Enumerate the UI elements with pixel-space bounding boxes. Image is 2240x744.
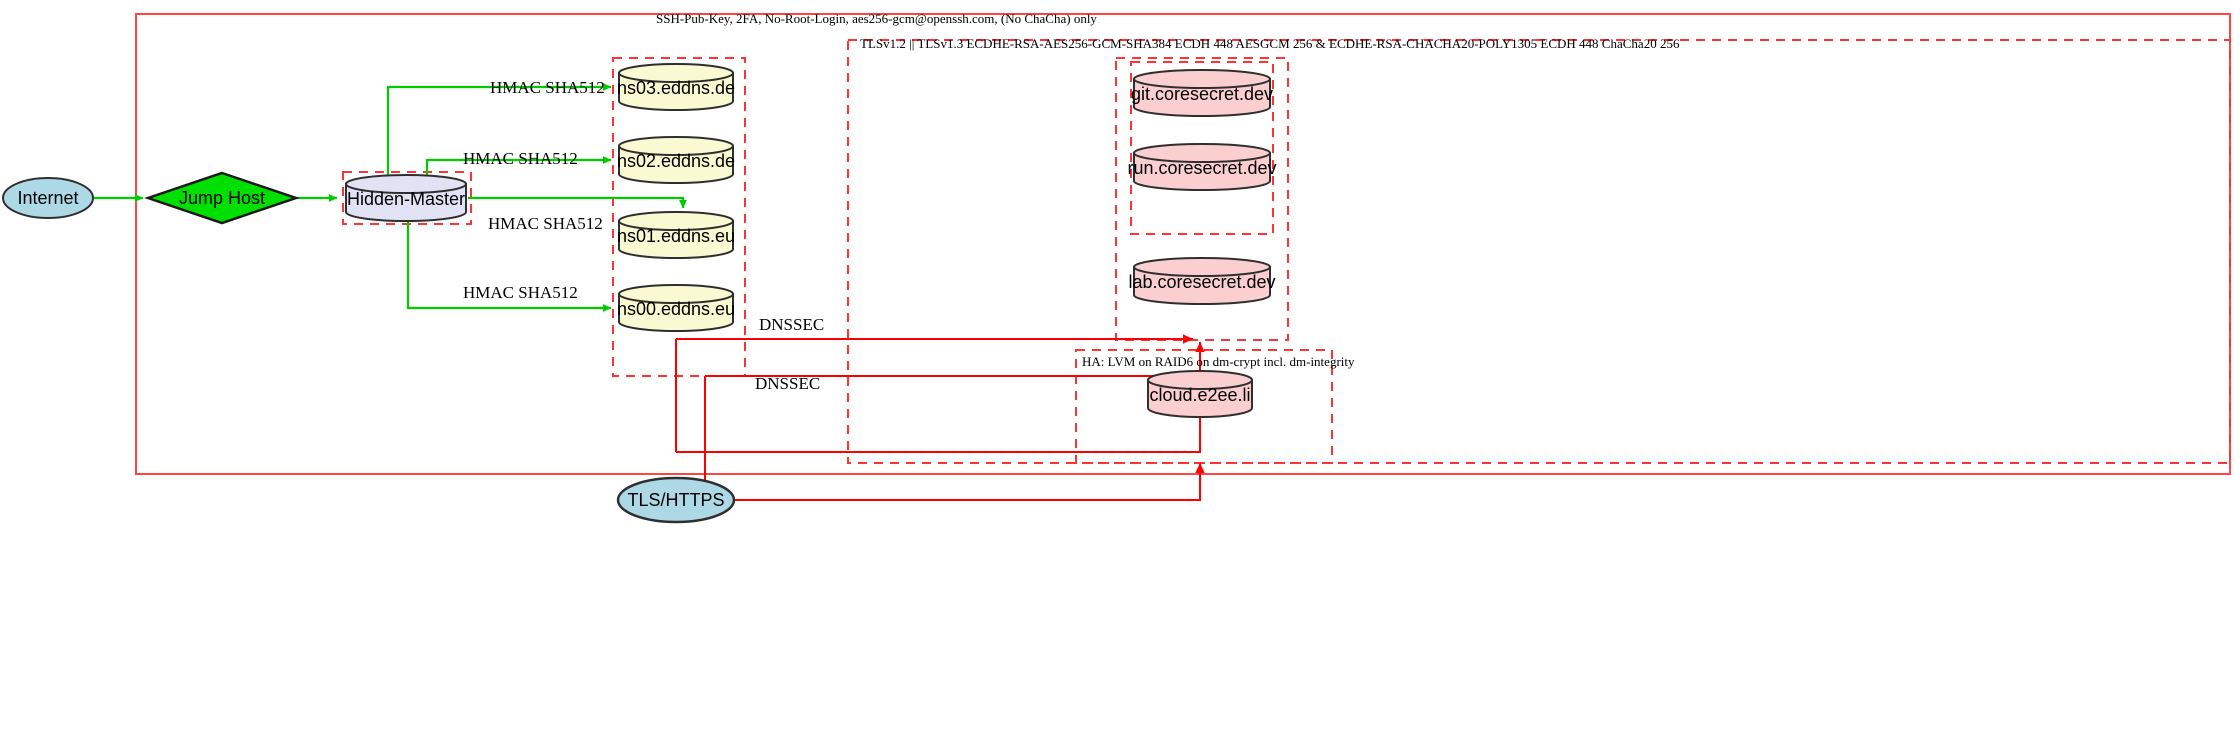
node-run-coresecret[interactable]: run.coresecret.dev (1127, 143, 1277, 191)
node-ns02[interactable]: ns02.eddns.de (617, 136, 735, 184)
edge-tlshttps-to-cloud (734, 463, 1205, 501)
node-ns01-label: ns01.eddns.eu (617, 226, 735, 246)
node-lab-coresecret-label: lab.coresecret.dev (1128, 272, 1275, 292)
node-jump-host[interactable]: Jump Host (144, 171, 300, 225)
edge-label-dnssec-lower: DNSSEC (755, 374, 821, 393)
edge-hiddenmaster-to-ns03 (386, 83, 612, 176)
node-ns00-label: ns00.eddns.eu (617, 299, 735, 319)
node-ns03[interactable]: ns03.eddns.de (617, 63, 735, 111)
edge-label-hmac-ns01: HMAC SHA512 (488, 214, 603, 233)
node-lab-coresecret[interactable]: lab.coresecret.dev (1128, 257, 1276, 305)
node-internet-label: Internet (17, 188, 78, 208)
edge-hiddenmaster-to-ns00 (406, 221, 612, 312)
node-cloud-e2ee[interactable]: cloud.e2ee.li (1147, 370, 1253, 418)
edge-label-hmac-ns03: HMAC SHA512 (490, 78, 605, 97)
node-jump-host-label: Jump Host (179, 188, 265, 208)
node-ns02-label: ns02.eddns.de (617, 151, 735, 171)
node-ns03-label: ns03.eddns.de (617, 78, 735, 98)
cluster-dns (612, 57, 746, 377)
cluster-label-tls: TLSv1.2 || TLSv1.3 ECDHE-RSA-AES256-GCM-… (860, 36, 1680, 51)
cluster-tls (847, 39, 2231, 464)
node-git-coresecret-label: git.coresecret.dev (1131, 84, 1273, 104)
cluster-label-ha: HA: LVM on RAID6 on dm-crypt incl. dm-in… (1082, 354, 1355, 369)
edge-hiddenmaster-to-ns02 (425, 156, 612, 176)
node-internet[interactable]: Internet (2, 177, 94, 219)
cluster-coresecret-inner (1130, 61, 1274, 235)
cluster-coresecret (1115, 57, 1289, 341)
node-run-coresecret-label: run.coresecret.dev (1127, 158, 1276, 178)
edge-label-dnssec-upper: DNSSEC (759, 315, 825, 334)
node-ns01[interactable]: ns01.eddns.eu (617, 211, 735, 259)
node-ns00[interactable]: ns00.eddns.eu (617, 284, 735, 332)
edge-label-hmac-ns00: HMAC SHA512 (463, 283, 578, 302)
node-hidden-master[interactable]: Hidden-Master (345, 174, 467, 222)
node-git-coresecret[interactable]: git.coresecret.dev (1131, 69, 1273, 117)
edge-hiddenmaster-to-ns01 (468, 196, 687, 209)
node-tls-https-label: TLS/HTTPS (627, 490, 724, 510)
edge-label-hmac-ns02: HMAC SHA512 (463, 149, 578, 168)
node-hidden-master-label: Hidden-Master (347, 189, 465, 209)
node-cloud-e2ee-label: cloud.e2ee.li (1149, 385, 1250, 405)
cluster-label-ssh: SSH-Pub-Key, 2FA, No-Root-Login, aes256-… (656, 11, 1097, 26)
node-tls-https[interactable]: TLS/HTTPS (616, 476, 736, 524)
